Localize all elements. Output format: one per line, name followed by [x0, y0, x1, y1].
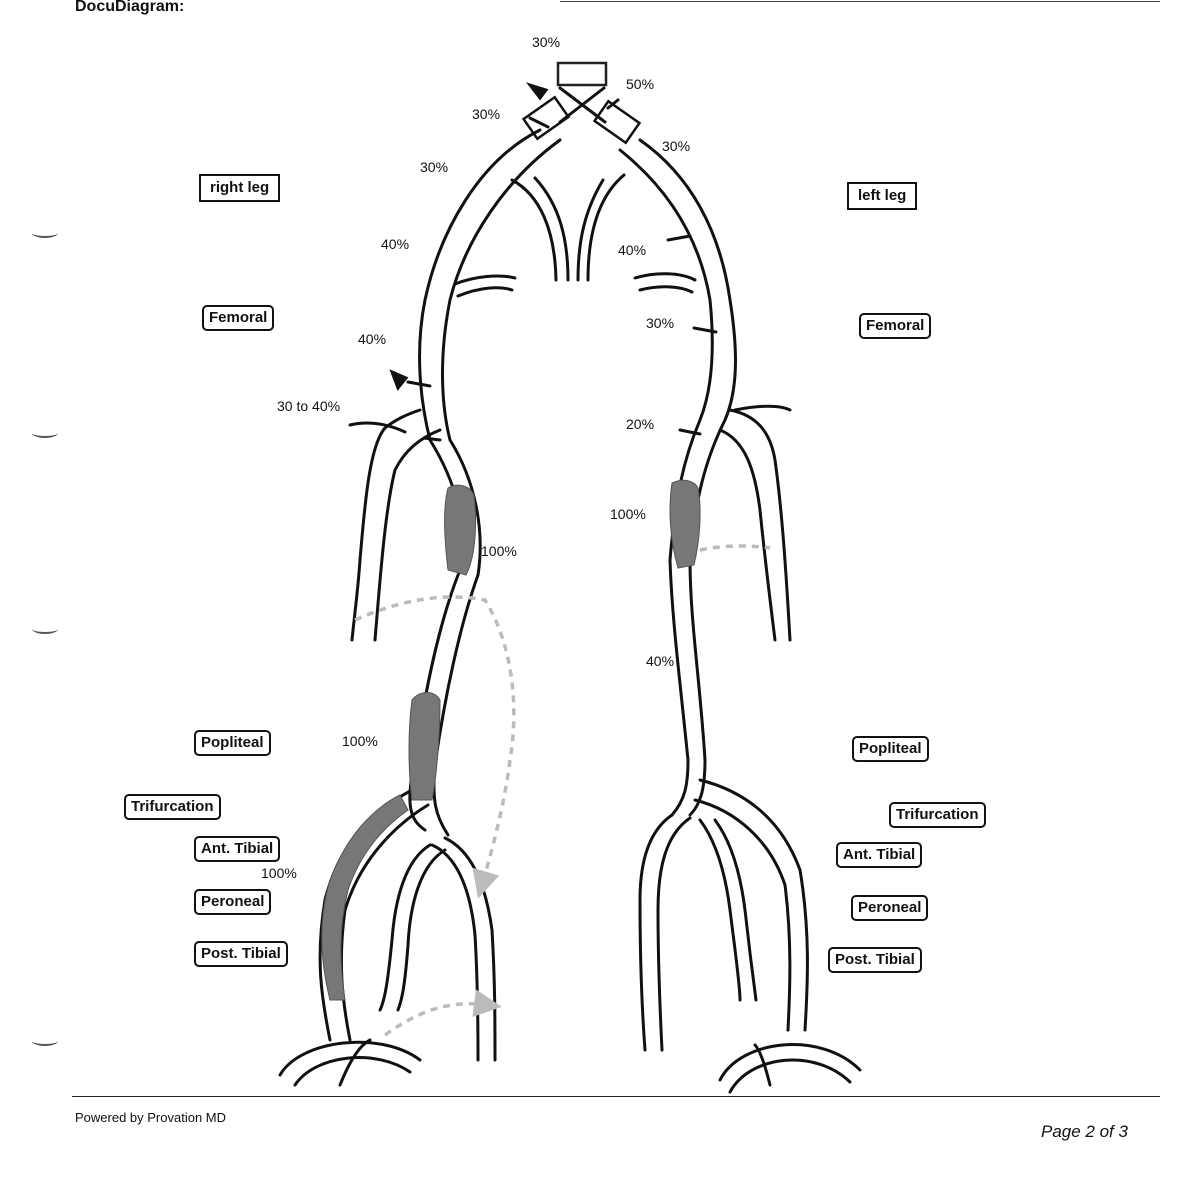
left-label-trifurcation: Trifurcation [889, 802, 986, 828]
right-label-post-tibial: Post. Tibial [194, 941, 288, 967]
occlusion-shading [321, 479, 701, 1001]
punch-hole-mark [32, 228, 58, 238]
arrow-marker-icon [389, 369, 409, 391]
pct-left-iliac-origin: 50% [626, 76, 655, 92]
left-label-ant-tibial: Ant. Tibial [836, 842, 923, 868]
pct-right-femoral-upper: 40% [358, 331, 387, 347]
pct-left-sfa: 100% [610, 506, 646, 522]
punch-hole-mark [32, 428, 58, 438]
page-number: Page 2 of 3 [1041, 1122, 1128, 1141]
pct-right-external-iliac: 40% [381, 236, 410, 252]
left-label-peroneal: Peroneal [851, 895, 929, 921]
header-divider [560, 1, 1160, 2]
aortic-bifurcation-graft [521, 61, 642, 145]
right-label-trifurcation: Trifurcation [124, 794, 221, 820]
right-leg-heading: right leg [199, 174, 281, 202]
stenosis-markers [406, 98, 718, 442]
footer-divider [72, 1096, 1160, 1097]
left-leg-heading: left leg [847, 182, 918, 210]
pct-right-common-iliac: 30% [472, 106, 501, 122]
pct-right-femoral-bifurcation: 30 to 40% [277, 398, 341, 414]
right-label-femoral: Femoral [202, 305, 275, 331]
punch-hole-mark [32, 624, 58, 634]
pct-right-sfa: 100% [481, 543, 517, 559]
left-label-femoral: Femoral [859, 313, 932, 339]
pct-left-femoral-upper: 30% [646, 315, 675, 331]
left-label-post-tibial: Post. Tibial [828, 947, 922, 973]
document-title: DocuDiagram: [75, 0, 185, 15]
pct-left-common-iliac: 30% [662, 138, 691, 154]
arrow-marker-icon [525, 82, 549, 101]
pct-left-external-iliac: 40% [618, 242, 647, 258]
left-label-popliteal: Popliteal [852, 736, 929, 762]
collateral-flow [354, 544, 771, 1037]
left-leg-artery [576, 138, 862, 1094]
right-label-peroneal: Peroneal [194, 889, 272, 915]
right-label-popliteal: Popliteal [194, 730, 271, 756]
pct-right-ant-tibial: 100% [261, 865, 297, 881]
pct-left-femoral-bifurcation: 20% [626, 416, 655, 432]
punch-hole-mark [32, 1036, 58, 1046]
right-label-ant-tibial: Ant. Tibial [194, 836, 281, 862]
pct-right-popliteal: 100% [342, 733, 378, 749]
footer-powered-by: Powered by Provation MD [75, 1110, 227, 1125]
pct-left-distal-sfa: 40% [646, 653, 675, 669]
pct-right-iliac-upper: 30% [420, 159, 449, 175]
pct-aorta-top: 30% [532, 34, 561, 50]
